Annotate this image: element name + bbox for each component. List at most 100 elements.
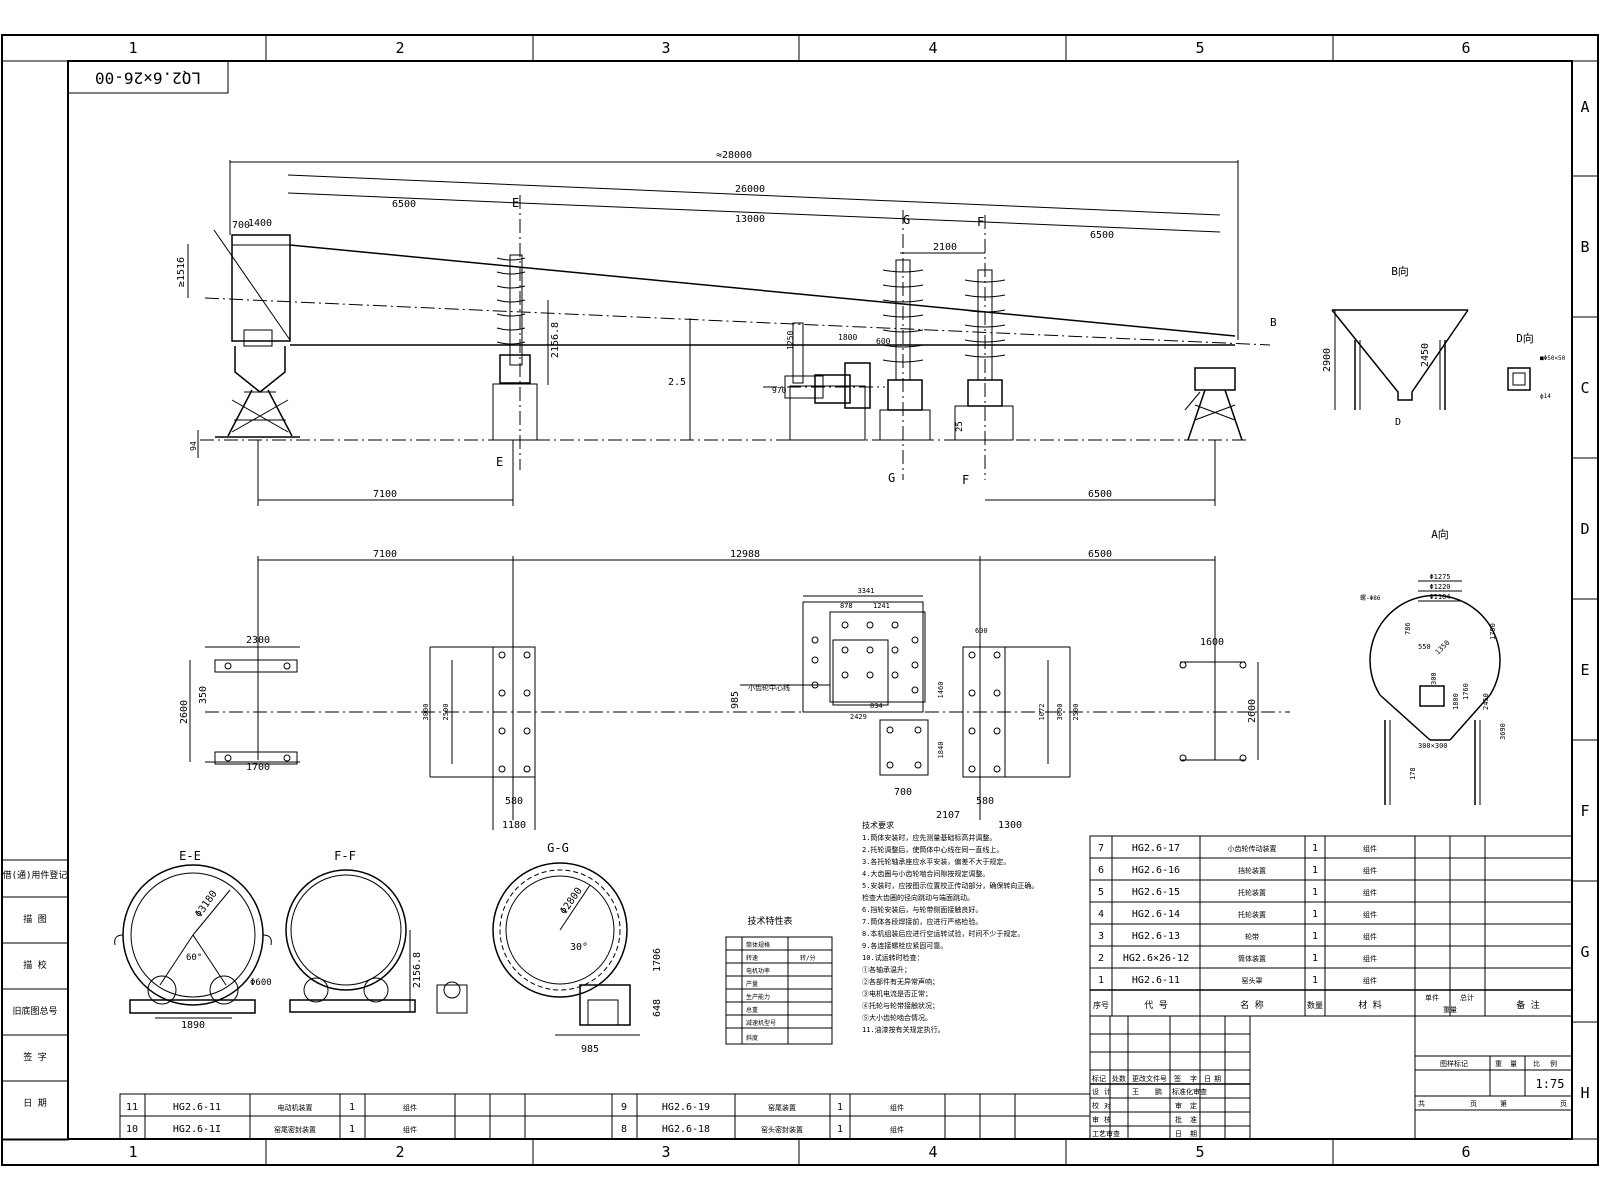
view-a-d1275: Φ1275 (1429, 573, 1450, 581)
zone-col-4: 4 (928, 39, 937, 57)
header-mat: 材 料 (1358, 999, 1381, 1011)
dim-plan-2107: 2107 (936, 810, 960, 821)
view-a-d2450: 2450 (1482, 693, 1490, 710)
dim-plan-878: 878 (840, 602, 853, 610)
tb-date2: 期 (1190, 1130, 1197, 1138)
note-11: 10.试运转时检查： (862, 953, 924, 962)
dim-plan-834: 834 (870, 702, 883, 710)
part-qty-4: 1 (1312, 909, 1318, 920)
section-mark-f2: F (962, 473, 969, 487)
part-code-5: HG2.6-15 (1132, 887, 1180, 898)
tech-row-7: 减速机型号 (746, 1019, 776, 1027)
part-mat-6: 组件 (1363, 866, 1377, 875)
plan-foundation-f (962, 646, 1006, 778)
bparts-qty-8: 1 (837, 1124, 843, 1135)
section-ee-roller: Φ600 (250, 978, 272, 988)
plan-drive-foundation: 3341 878 1241 2429 834 小齿轮中心线 985 700 (730, 587, 929, 798)
view-b-2900: 2900 (1322, 348, 1333, 372)
bottom-parts: 11 HG2.6-11 电动机装置 1 组件 10 HG2.6-1I 窑尾密封装… (119, 1093, 1091, 1140)
part-code-4: HG2.6-14 (1132, 909, 1180, 920)
tech-notes: 技术要求 1.筒体安装时，应先测量基础标高并调整。 2.托轮调整后，使筒体中心线… (862, 820, 1038, 1034)
section-mark-g2: G (888, 471, 895, 485)
section-gg: G-G Φ2800 30° 985 1706 648 (492, 841, 663, 1055)
view-a-d3690: 3690 (1499, 723, 1507, 740)
view-b-title: B向 (1391, 264, 1409, 278)
section-ee-angle: 60° (186, 953, 202, 963)
dim-body: 26000 (735, 184, 765, 195)
view-a-d1220: Φ1220 (1429, 583, 1450, 591)
dim-plan-1241: 1241 (873, 602, 890, 610)
tb-review: 审 (1092, 1115, 1099, 1124)
note-6: 检查大齿圈的径向跳动与端面跳动。 (862, 893, 974, 902)
elevation-view: ≈28000 26000 6500 13000 6500 2100 700 14… (176, 150, 1277, 506)
section-mark-e2: E (496, 455, 503, 469)
section-gg-h2: 648 (652, 999, 663, 1017)
dim-base1: 7100 (373, 489, 397, 500)
section-gg-angle: 30° (570, 942, 588, 953)
part-mat-1: 组件 (1363, 976, 1377, 985)
dim-h25: 25 (955, 421, 965, 432)
strip-label-1: 借(通)用件登记 (3, 869, 68, 881)
zone-row-e: E (1580, 661, 1589, 679)
plan-view: 7100 12988 6500 2300 1700 2600 350 580 1… (179, 549, 1290, 831)
tb-stage: 图样标记 (1440, 1059, 1468, 1068)
zone-row-d: D (1580, 520, 1589, 538)
header-total: 总计 (1460, 993, 1474, 1002)
dim-plan-1700: 1700 (246, 762, 270, 773)
zone-col-2: 2 (395, 39, 404, 57)
part-mat-7: 组件 (1363, 844, 1377, 853)
tech-row-5: 生产能力 (746, 993, 770, 1001)
tb-sheet4: 页 (1560, 1100, 1567, 1108)
section-mark-f: F (977, 215, 984, 229)
bparts-name-11: 电动机装置 (278, 1103, 313, 1112)
view-a-d300: 300 (1430, 672, 1438, 685)
part-code-1: HG2.6-11 (1132, 975, 1180, 986)
dim-right-span: 6500 (1090, 230, 1114, 241)
view-d-title: D向 (1516, 331, 1534, 345)
part-code-2: HG2.6×26-12 (1123, 953, 1189, 964)
foundation-e (492, 383, 538, 441)
view-a-d300x300: 300×300 (1418, 742, 1448, 750)
tb-sign: 签 (1174, 1074, 1181, 1083)
note-17: 11.油漆按有关规定执行。 (862, 1025, 945, 1034)
zone-grid: 1 2 3 4 5 6 1 2 3 4 5 6 A B C D E F G H (128, 35, 1598, 1165)
dim-left-span: 6500 (392, 199, 416, 210)
tb-scale: 1:75 (1536, 1077, 1565, 1091)
strip-label-6: 日 期 (23, 1098, 46, 1109)
bparts-code-8: HG2.6-18 (662, 1124, 710, 1135)
dim-gear-offset: 2100 (933, 242, 957, 253)
bparts-mat-10: 组件 (403, 1125, 417, 1134)
dim-plan-3000a: 3000 (422, 704, 430, 721)
drawing-code-box: LQ2.6×26-00 (67, 60, 229, 94)
tech-row-2: 转速 (746, 954, 758, 962)
tb-weight: 重 (1495, 1060, 1502, 1068)
zone-row-g: G (1580, 943, 1589, 961)
tire-e (509, 254, 523, 366)
tb-sheet2: 页 (1470, 1100, 1477, 1108)
header-no: 序号 (1093, 1000, 1109, 1010)
view-b-2450: 2450 (1420, 343, 1431, 367)
note-4: 4.大齿圈与小齿轮啮合间隙按规定调整。 (862, 869, 989, 878)
tb-design-cn: 计 (1104, 1087, 1111, 1096)
note-1: 1.筒体安装时，应先测量基础标高并调整。 (862, 833, 996, 842)
parts-list: 7 HG2.6-17 小齿轮传动装置 1 组件 6 HG2.6-16 挡轮装置 … (1089, 835, 1573, 1017)
part-name-3: 轮带 (1245, 932, 1259, 941)
header-qty: 数量 (1307, 1000, 1323, 1010)
part-mat-3: 组件 (1363, 932, 1377, 941)
dim-plan-350: 350 (198, 686, 209, 704)
part-mat-2: 组件 (1363, 954, 1377, 963)
bparts-mat-8: 组件 (890, 1125, 904, 1134)
part-qty-5: 1 (1312, 887, 1318, 898)
dim-plan-7100: 7100 (373, 549, 397, 560)
zone-col-6: 6 (1461, 39, 1470, 57)
tb-change-doc: 更改文件号 (1132, 1074, 1167, 1083)
part-mat-5: 组件 (1363, 888, 1377, 897)
section-ee-dia: Φ3180 (193, 889, 219, 920)
dim-plan-1180: 1180 (502, 820, 526, 831)
dim-small3: 1800 (838, 333, 857, 342)
note-10: 9.各连接螺栓应紧固可靠。 (862, 941, 947, 950)
view-a-d1800: 1800 (1452, 693, 1460, 710)
bparts-qty-10: 1 (349, 1124, 355, 1135)
bparts-name-9: 窑尾装置 (768, 1103, 796, 1112)
notes-title: 技术要求 (862, 820, 894, 830)
